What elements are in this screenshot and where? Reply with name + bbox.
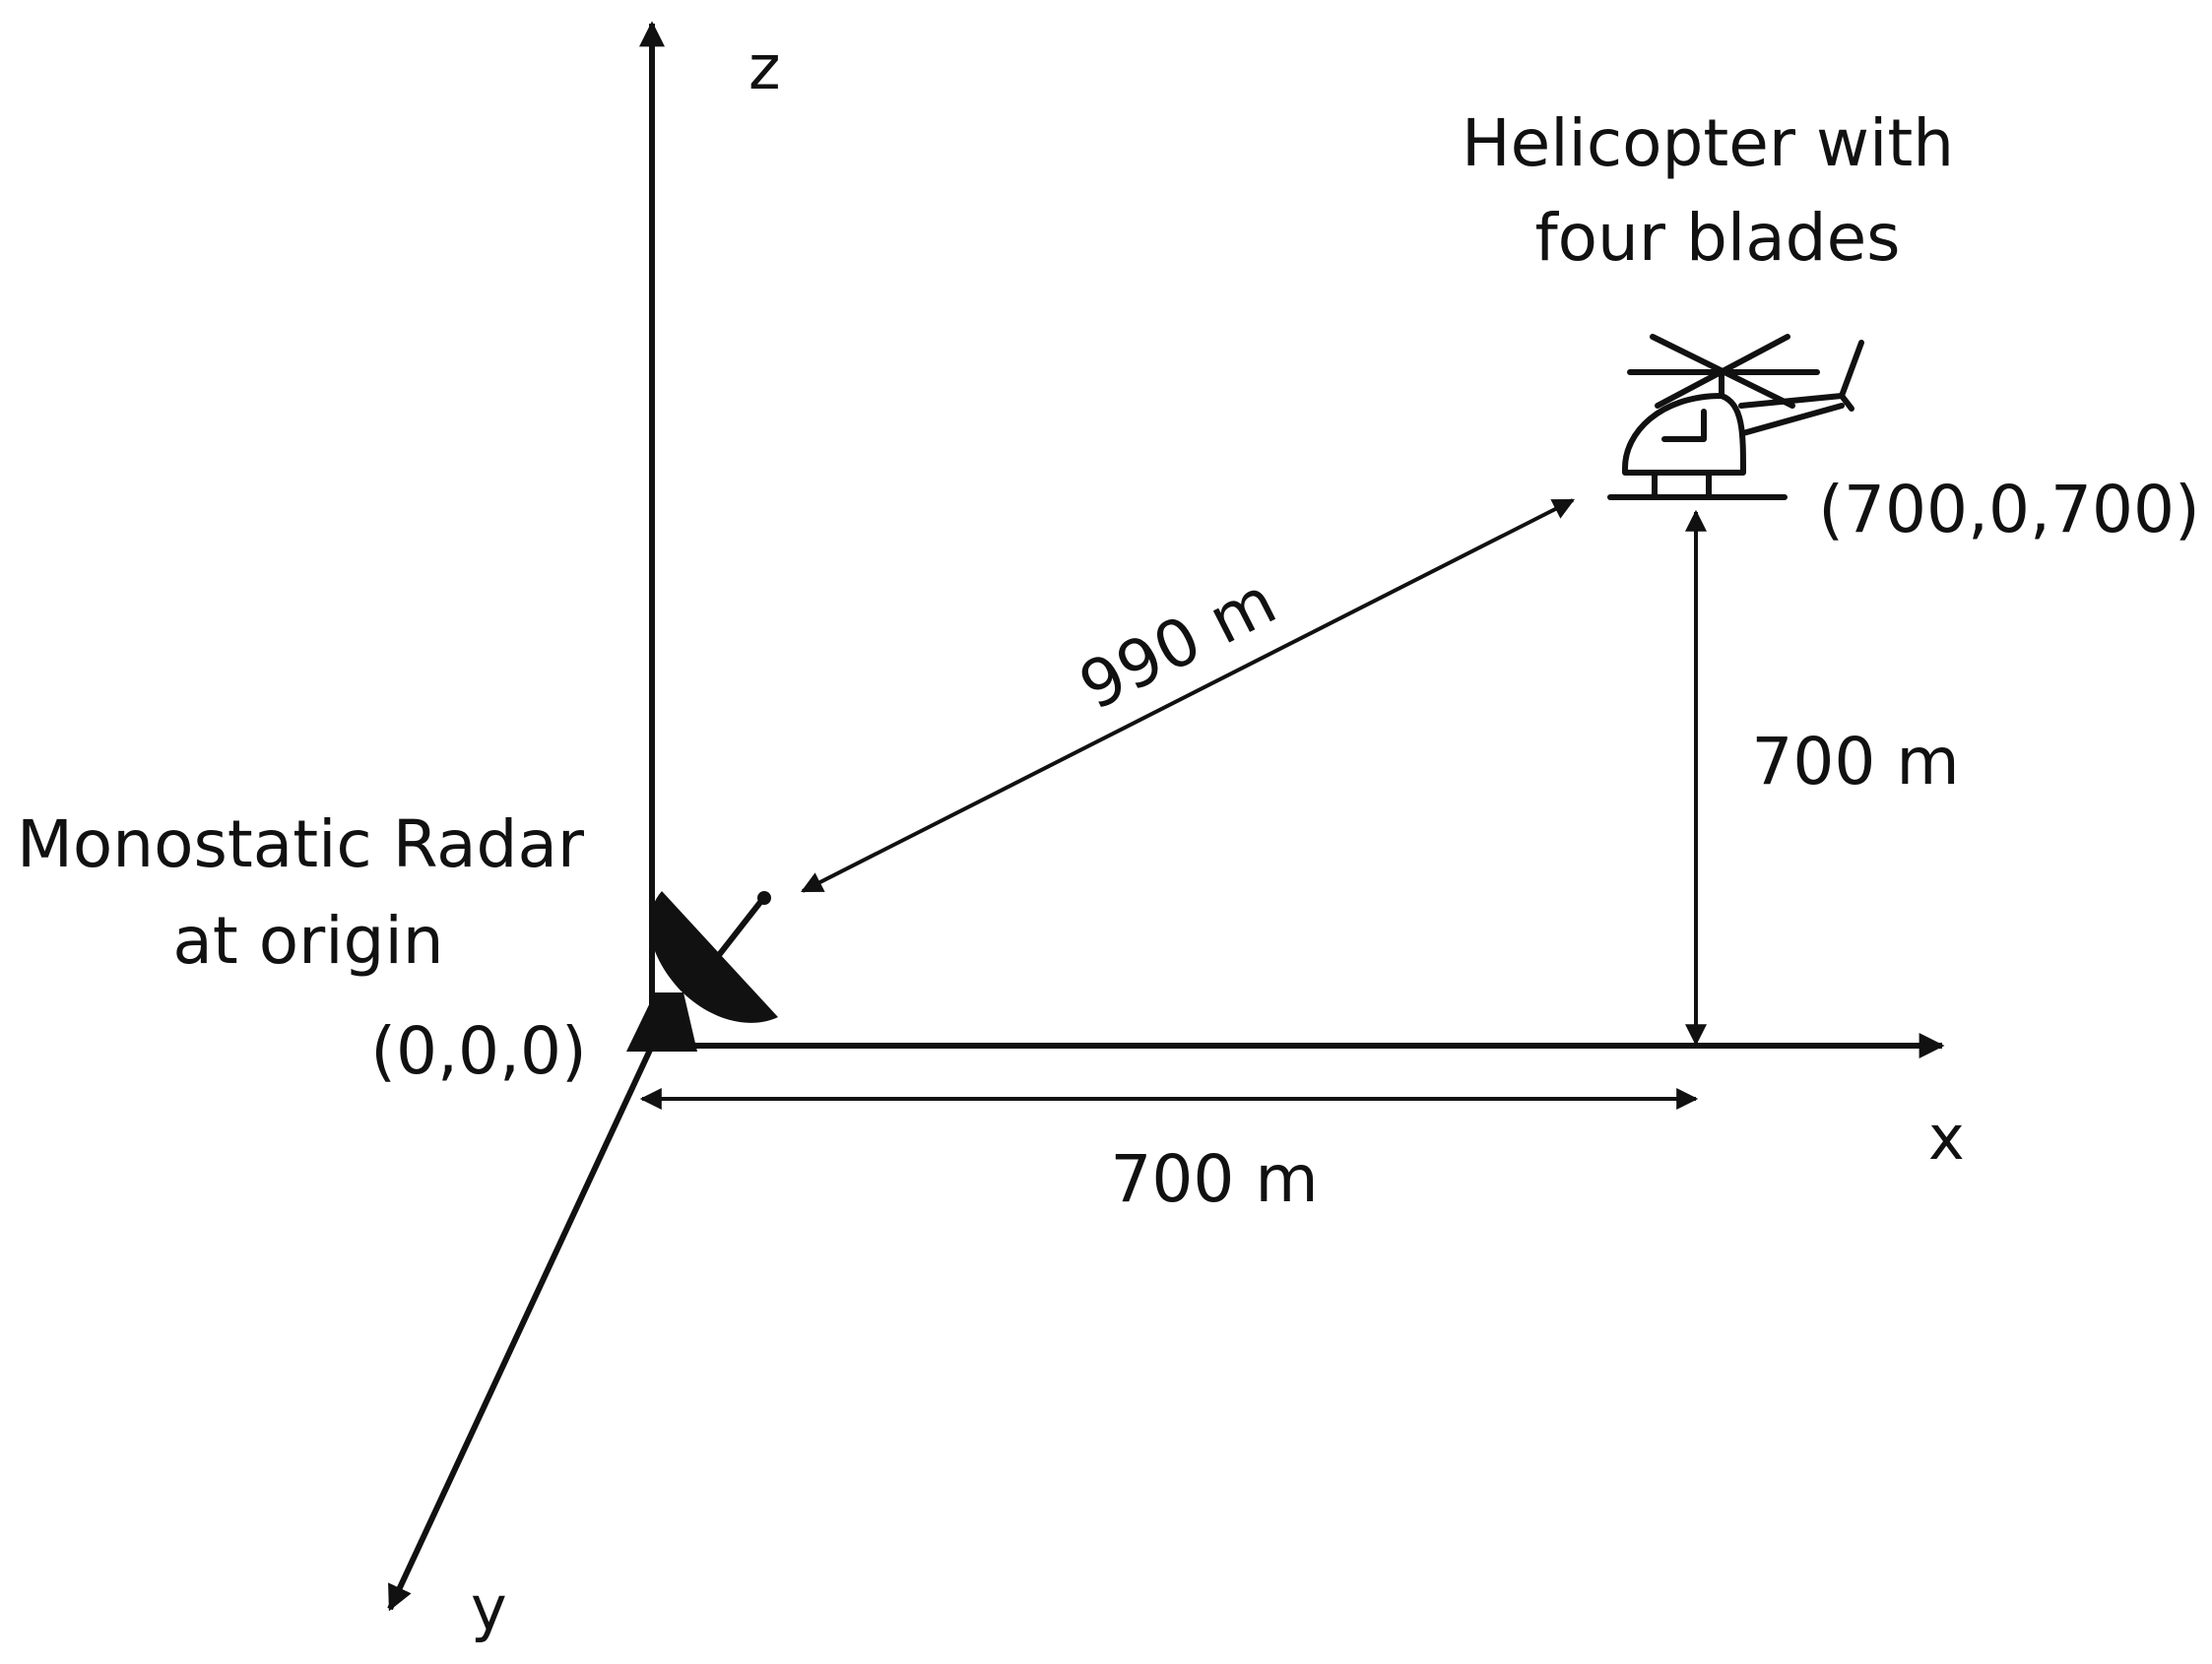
ground-range-label: 700 m — [1110, 1141, 1318, 1217]
radar-label-line2: at origin — [172, 903, 443, 979]
y-axis-label: y — [471, 1572, 507, 1644]
slant-range-arrow — [801, 498, 1575, 893]
helicopter-label-line1: Helicopter with — [1462, 105, 1954, 181]
altitude-label: 700 m — [1751, 724, 1959, 800]
radar-label-line1: Monostatic Radar — [17, 806, 585, 882]
radar-coords: (0,0,0) — [370, 1013, 586, 1089]
helicopter-coords: (700,0,700) — [1818, 472, 2199, 547]
x-axis-label: x — [1928, 1102, 1965, 1174]
satellite-dish-icon — [626, 891, 778, 1052]
helicopter-icon — [1607, 334, 1864, 500]
helicopter-label-line2: four blades — [1534, 200, 1900, 276]
z-axis-label: z — [748, 32, 781, 103]
y-axis — [387, 1044, 655, 1612]
